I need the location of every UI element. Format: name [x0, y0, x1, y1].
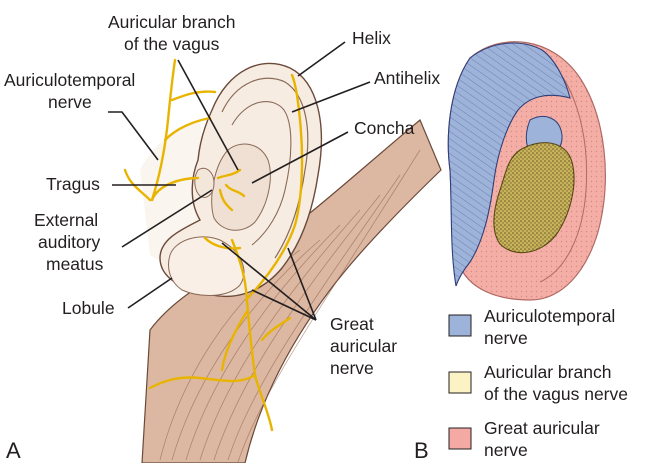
- panel-b-illustration: [448, 42, 605, 300]
- panel-a-letter: A: [6, 438, 21, 463]
- label-auricular-branch-line2: of the vagus: [124, 34, 220, 54]
- label-external-line1: External: [34, 210, 98, 230]
- panel-b-letter: B: [414, 438, 429, 463]
- tragus-shape: [195, 168, 214, 197]
- label-helix: Helix: [352, 28, 391, 48]
- label-great-line1: Great: [330, 314, 374, 334]
- label-lobule: Lobule: [62, 298, 115, 318]
- label-tragus: Tragus: [46, 174, 100, 194]
- label-external-line3: meatus: [46, 254, 104, 274]
- legend-swatch-auriculotemporal: [449, 315, 471, 336]
- label-great-line3: nerve: [330, 358, 374, 378]
- label-concha: Concha: [354, 118, 415, 138]
- label-auricular-branch-line1: Auricular branch: [108, 12, 235, 32]
- legend-label-great-auricular-line1: Great auricular: [484, 418, 600, 438]
- label-auriculotemporal-line2: nerve: [48, 92, 92, 112]
- legend-label-auriculotemporal-line1: Auriculotemporal: [484, 306, 615, 326]
- legend-label-auriculotemporal-line2: nerve: [484, 328, 528, 348]
- label-great-line2: auricular: [330, 336, 397, 356]
- legend-label-great-auricular-line2: nerve: [484, 440, 528, 460]
- label-auriculotemporal-line1: Auriculotemporal: [4, 70, 135, 90]
- legend-swatch-vagus: [449, 372, 471, 393]
- legend: Auriculotemporal nerve Auricular branch …: [414, 306, 628, 463]
- legend-label-vagus-line1: Auricular branch: [484, 362, 611, 382]
- legend-label-vagus-line2: of the vagus nerve: [484, 384, 628, 404]
- label-external-line2: auditory: [38, 232, 101, 252]
- legend-swatch-great-auricular: [449, 428, 471, 449]
- label-antihelix: Antihelix: [374, 68, 440, 88]
